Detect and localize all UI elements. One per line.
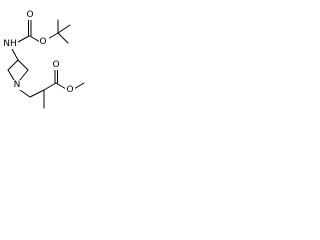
azetidine-ring [7,48,29,81]
bond-tbu-methyl-3 [57,32,69,44]
bond-tbu-methyl-2 [57,24,71,34]
bond-n1-c4 [7,69,15,81]
atom-labels: NH O O N O O [2,10,75,95]
bond-ch-c-ester [43,82,57,91]
bond-ch2-ch [29,89,45,98]
bond-nh-c3 [11,48,19,61]
bond-c3-c2 [17,59,29,71]
atom-label-o-boc-ester: O [39,37,46,47]
atom-label-o-boc-carbonyl: O [26,10,33,20]
atom-label-o-methoxy: O [66,85,73,95]
bond-c2-n1 [19,69,29,81]
atom-label-n-azetidine: N [14,80,21,90]
atom-label-nh: NH [3,39,17,49]
propanoate-chain [19,69,85,109]
bond-o-methyl [73,82,85,90]
bond-c4-c3 [7,59,19,71]
bond-nh-c-carbonyl [17,35,30,43]
molecule-structure: NH O O N O O [2,10,85,109]
atom-label-o-ester-carbonyl: O [52,60,59,70]
bond-ester-c-o-single [55,82,67,90]
bond-n1-ch2 [19,89,31,98]
bond-c-o-ester [29,35,41,43]
